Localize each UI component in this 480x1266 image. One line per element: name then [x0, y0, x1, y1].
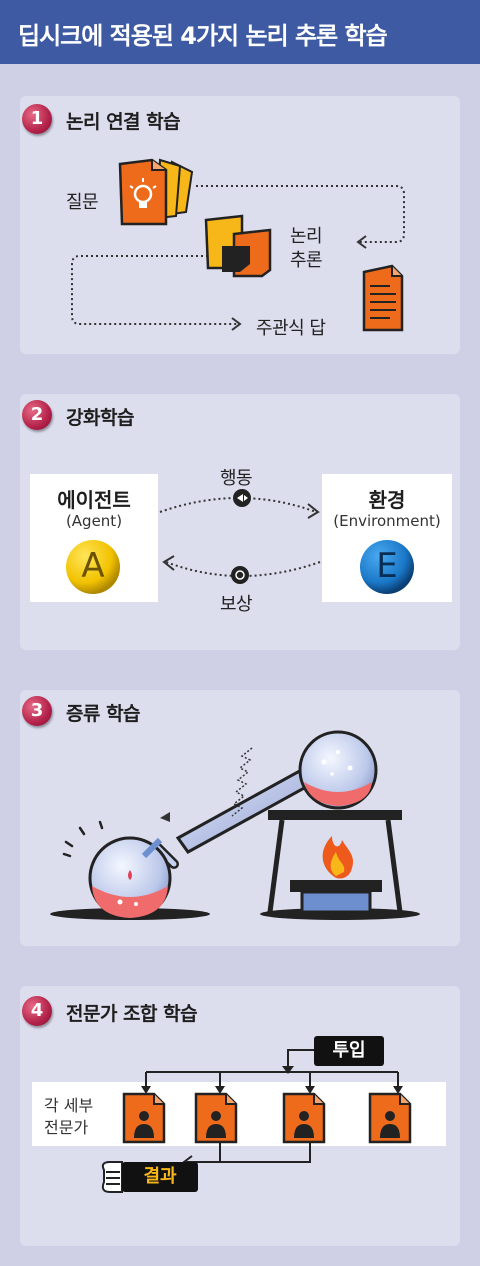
flow-connector-lines [71, 185, 405, 331]
reward-label: 보상 [220, 594, 253, 615]
section-number-badge: 2 [22, 400, 52, 430]
agent-label: 에이전트 [57, 488, 131, 512]
action-reward-arrows [159, 489, 321, 584]
reasoning-label-line2: 추론 [290, 250, 323, 271]
expert-1-icon [122, 1092, 166, 1144]
expert-2-icon [194, 1092, 238, 1144]
result-tag: 결과 [122, 1162, 198, 1192]
question-bulb-document-icon [118, 158, 194, 226]
environment-circle-icon [360, 540, 414, 594]
section-title: 전문가 조합 학습 [66, 1003, 198, 1025]
distillation-apparatus-illustration [50, 730, 420, 920]
answer-label: 주관식 답 [256, 318, 326, 339]
header-bar: 딥시크에 적용된 4가지 논리 추론 학습 [0, 0, 480, 64]
section-title: 논리 연결 학습 [66, 111, 181, 133]
agent-circle-icon [66, 540, 120, 594]
panel-distillation-learning: 3 증류 학습 [20, 690, 460, 946]
page-title: 딥시크에 적용된 4가지 논리 추론 학습 [18, 22, 388, 50]
action-label: 행동 [220, 468, 253, 489]
expert-4-icon [368, 1092, 412, 1144]
answer-document-icon [362, 264, 404, 332]
environment-box: 환경 (Environment) E [322, 474, 452, 602]
reasoning-folders-icon [204, 214, 272, 278]
panel-reinforcement-learning: 2 강화학습 에이전트 (Agent) A 환경 (Environment) E… [20, 394, 460, 650]
experts-label-line1: 각 세부 [44, 1096, 94, 1115]
expert-3-icon [282, 1092, 326, 1144]
input-tag: 투입 [314, 1036, 384, 1066]
environment-letter: E [376, 546, 398, 586]
section-number-badge: 1 [22, 104, 52, 134]
section-title: 강화학습 [66, 407, 134, 429]
agent-box: 에이전트 (Agent) A [30, 474, 158, 602]
panel-mixture-of-experts: 4 전문가 조합 학습 투입 각 세부 전문가 [20, 986, 460, 1246]
section-title: 증류 학습 [66, 703, 141, 725]
agent-english-label: (Agent) [65, 512, 123, 530]
environment-english-label: (Environment) [333, 512, 441, 530]
panel-logic-chain: 1 논리 연결 학습 질문 논리 추론 주관식 답 [20, 96, 460, 354]
experts-routing-diagram [101, 1049, 412, 1193]
agent-letter: A [81, 546, 105, 586]
reasoning-label-line1: 논리 [290, 226, 323, 247]
section-number-badge: 4 [22, 996, 52, 1026]
section-number-badge: 3 [22, 696, 52, 726]
question-label: 질문 [66, 192, 99, 213]
experts-label-line2: 전문가 [44, 1118, 89, 1137]
environment-label: 환경 [368, 488, 406, 512]
